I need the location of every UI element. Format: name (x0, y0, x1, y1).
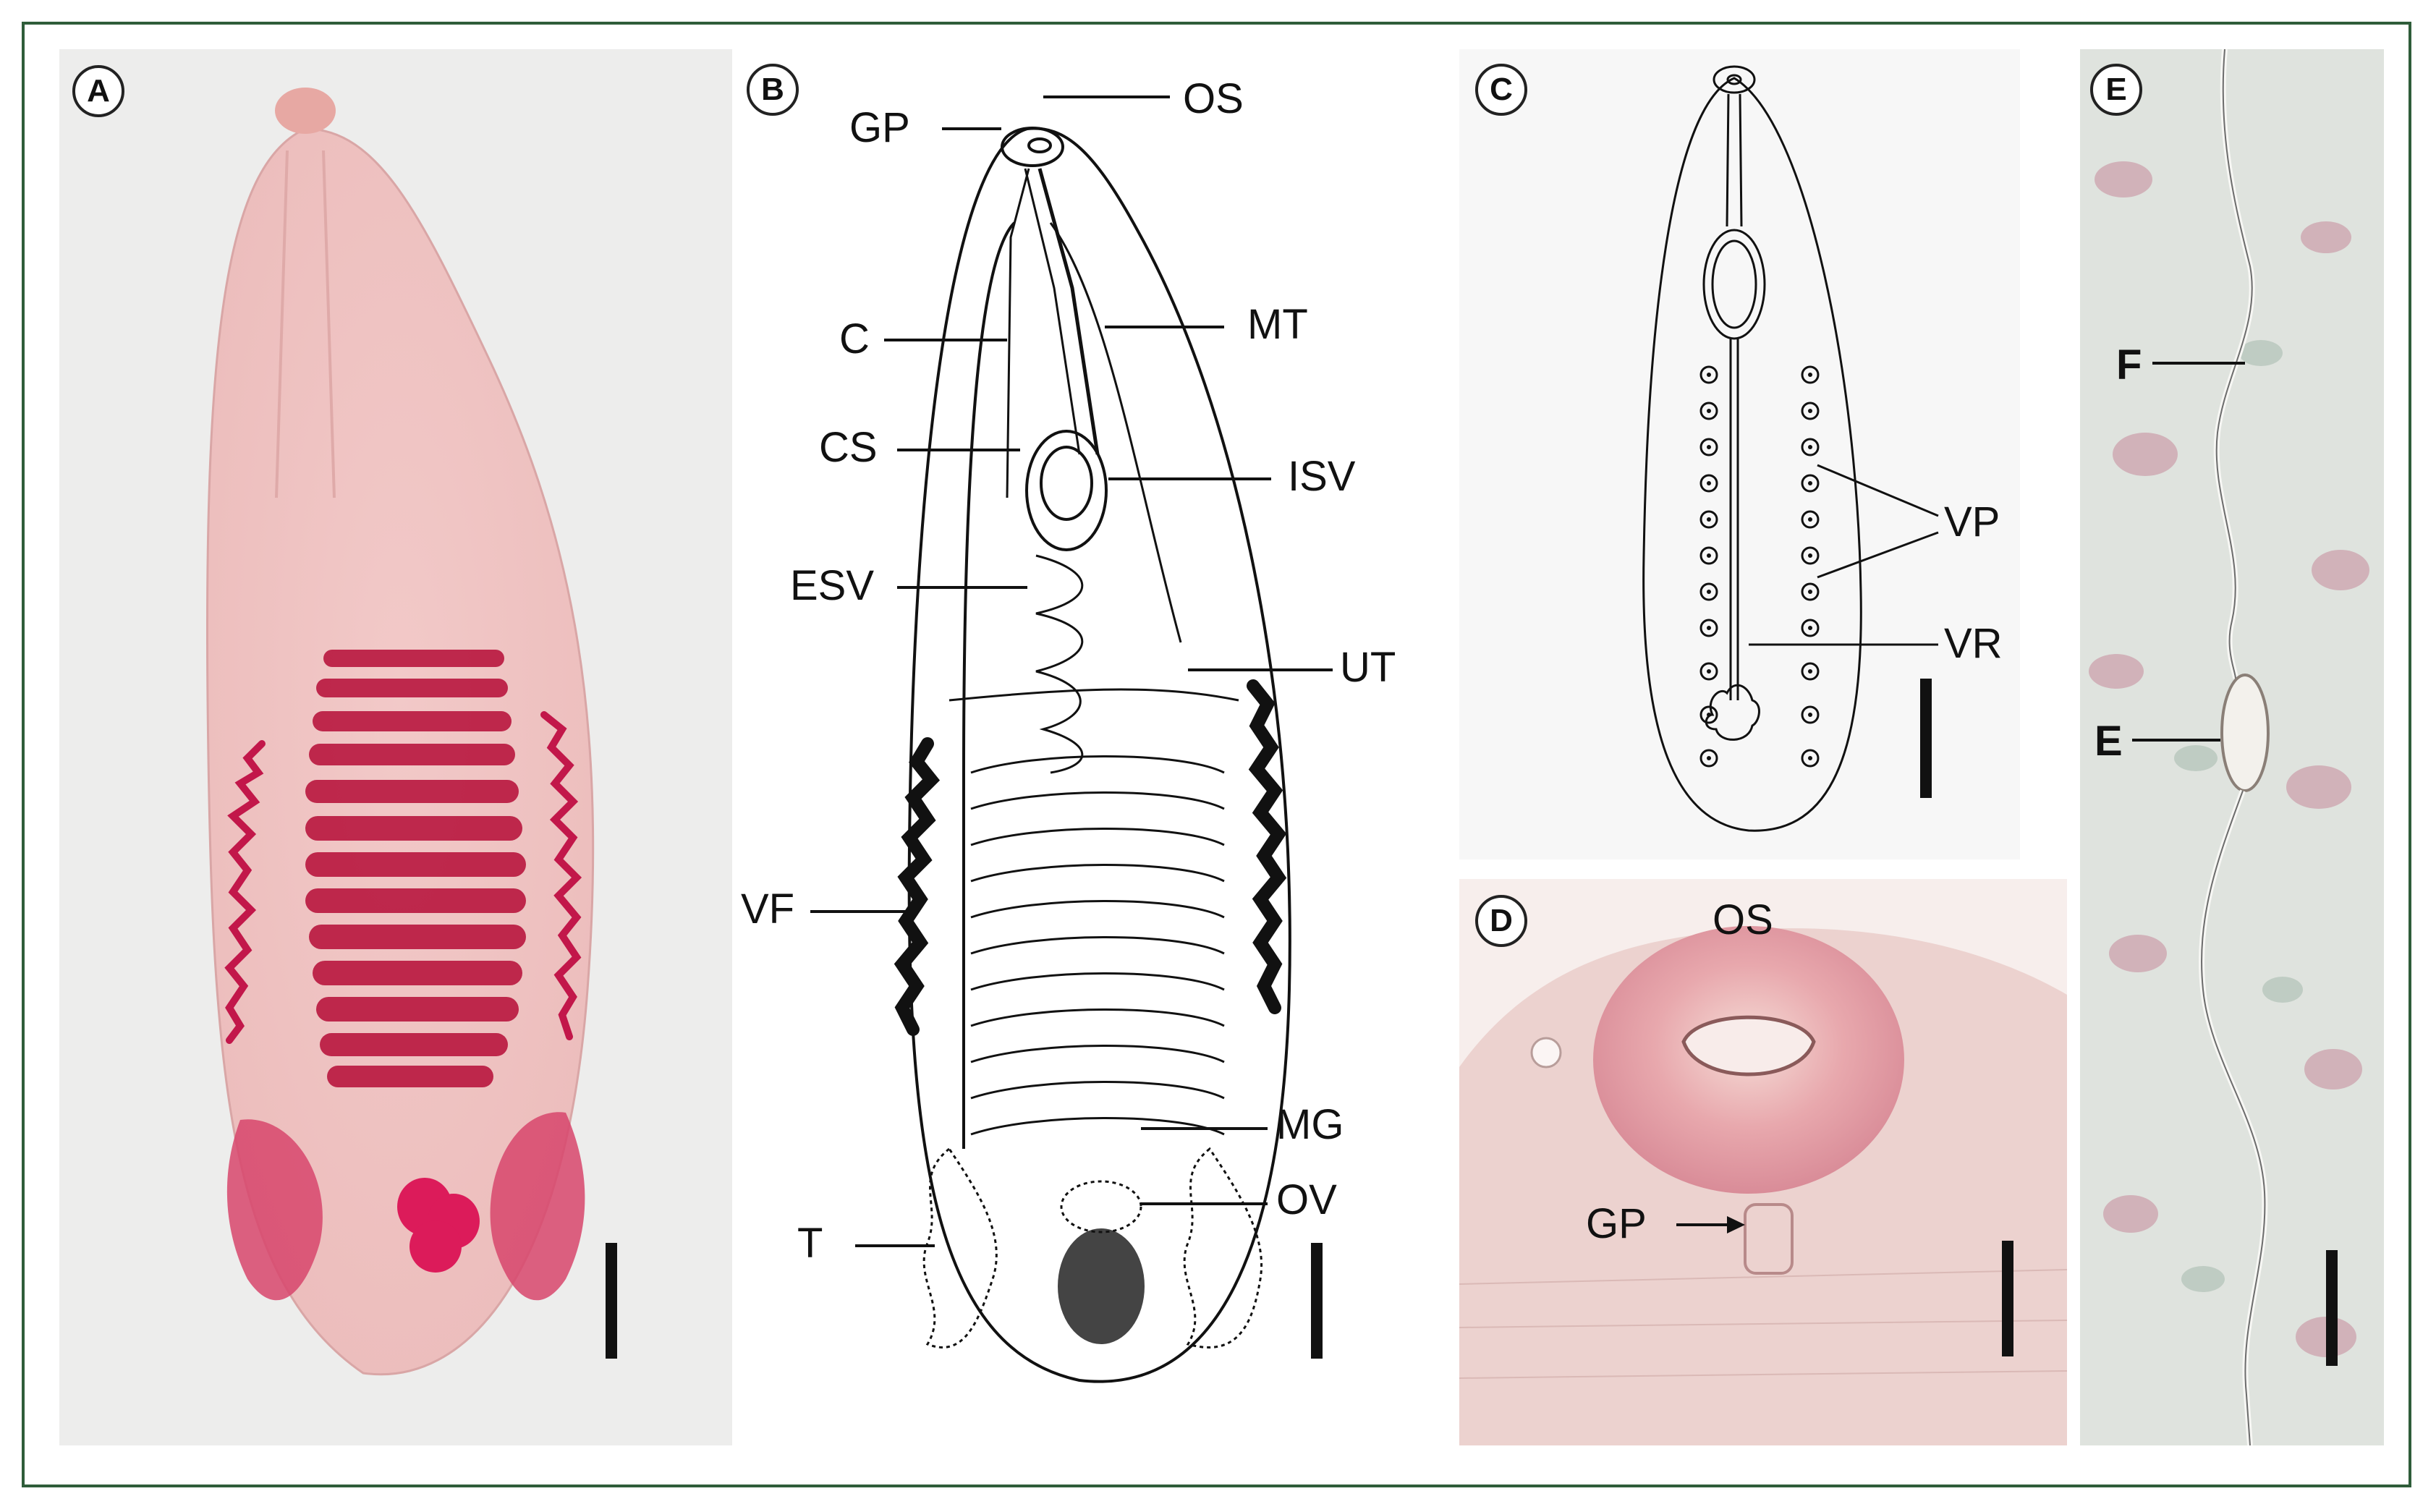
label-mt-b: MT (1247, 301, 1308, 348)
photo-e-illustration (2080, 49, 2384, 1445)
panel-b-drawing: B GP OS C MT CS ISV ESV UT VF MG OV T (732, 49, 1459, 1445)
panel-a-photo: A (59, 49, 732, 1445)
label-os-d: OS (1713, 896, 1773, 943)
leader-os-b (1043, 95, 1170, 98)
leader-gp-b (942, 127, 1001, 130)
label-vr-c: VR (1944, 620, 2003, 667)
leader-c-b (884, 339, 1007, 341)
drawing-b-illustration (894, 127, 1291, 1383)
label-gp-b: GP (849, 104, 910, 151)
label-vp-c: VP (1944, 498, 2000, 545)
leader-f-e (2152, 362, 2245, 365)
leader-mt-b (1105, 326, 1224, 328)
label-ov-b: OV (1276, 1176, 1337, 1223)
drawing-c-illustration (1642, 65, 1939, 832)
specimen-a-illustration (205, 88, 595, 1376)
leader-ov-b (1141, 1202, 1268, 1205)
label-os-b: OS (1183, 75, 1244, 122)
leader-esv-b (897, 586, 1027, 589)
panel-a-badge: A (72, 65, 124, 117)
label-f-e: F (2116, 341, 2142, 388)
panel-b-scale-bar (1311, 1243, 1323, 1359)
label-e-e: E (2095, 718, 2123, 765)
panel-e-photo: E F E (2080, 49, 2384, 1445)
panel-d-scale-bar (2002, 1241, 2013, 1356)
leader-cs-b (897, 449, 1020, 451)
panel-e-badge: E (2090, 64, 2142, 116)
panel-c-drawing: C VP VR (1459, 49, 2020, 859)
label-vf-b: VF (741, 885, 795, 933)
panel-c-badge: C (1475, 64, 1527, 116)
label-mg-b: MG (1276, 1101, 1344, 1148)
panel-e-scale-bar (2326, 1250, 2338, 1366)
panel-b-badge: B (747, 64, 799, 116)
label-isv-b: ISV (1288, 453, 1356, 500)
leader-isv-b (1108, 477, 1271, 480)
leader-mg-b (1141, 1127, 1268, 1130)
panel-c-scale-bar (1920, 679, 1932, 798)
label-cs-b: CS (819, 424, 878, 471)
panel-d-photo: D OS GP (1459, 879, 2067, 1445)
label-gp-d: GP (1586, 1200, 1647, 1247)
leader-t-b (855, 1244, 935, 1247)
panel-d-badge: D (1475, 895, 1527, 947)
leader-ut-b (1188, 668, 1333, 671)
label-c-b: C (839, 315, 870, 362)
leader-e-e (2132, 739, 2220, 742)
label-ut-b: UT (1340, 644, 1396, 691)
panel-a-scale-bar (606, 1243, 617, 1359)
label-esv-b: ESV (790, 562, 875, 609)
leader-vf-b (810, 910, 919, 913)
label-t-b: T (797, 1220, 823, 1267)
photo-d-illustration (1459, 879, 2067, 1445)
